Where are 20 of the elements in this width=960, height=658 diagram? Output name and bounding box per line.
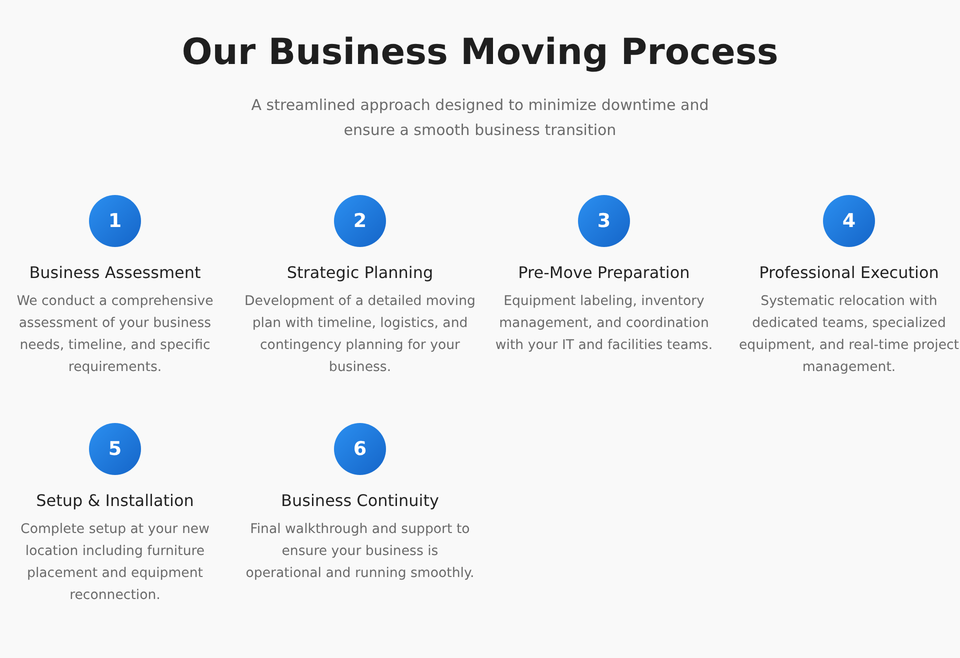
number-circle: 5 xyxy=(89,423,141,475)
step-description: Development of a detailed moving plan with timeline, logistics, and contingency planning for your business. xyxy=(244,293,476,377)
number-circle: 2 xyxy=(334,195,386,247)
step-heading: Setup & Installation xyxy=(36,491,194,510)
number-circle: 1 xyxy=(89,195,141,247)
step-heading: Business Assessment xyxy=(29,263,201,282)
step-heading: Business Continuity xyxy=(281,491,439,510)
number-circle: 3 xyxy=(578,195,630,247)
step-description: Final walkthrough and support to ensure your business is operational and running smoothly. xyxy=(244,521,476,583)
step-heading: Pre-Move Preparation xyxy=(518,263,690,282)
number-circle: 6 xyxy=(334,423,386,475)
subtitle: A streamlined approach designed to minimize downtime and ensure a smooth business transition xyxy=(250,95,710,141)
page-title: Our Business Moving Process xyxy=(180,32,780,73)
step-description: Complete setup at your new location including furniture placement and equipment reconnection. xyxy=(20,521,210,605)
step-heading: Professional Execution xyxy=(759,263,939,282)
step-description: We conduct a comprehensive assessment of your business needs, timeline, and specific requirements. xyxy=(16,293,214,377)
number-circle: 4 xyxy=(823,195,875,247)
step-description: Systematic relocation with dedicated teams, specialized equipment, and real-time project management. xyxy=(738,293,960,377)
step-heading: Strategic Planning xyxy=(286,263,434,282)
step-description: Equipment labeling, inventory management, and coordination with your IT and facilities teams. xyxy=(494,293,714,355)
